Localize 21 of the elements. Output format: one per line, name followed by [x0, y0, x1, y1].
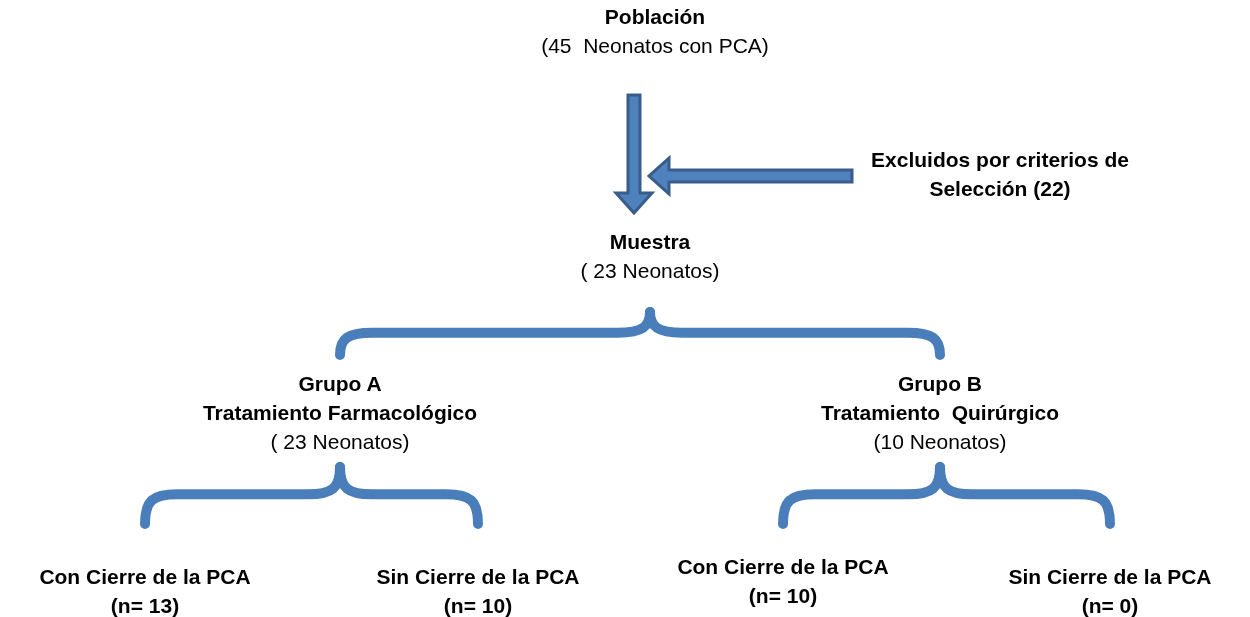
- heading-text: Con Cierre de la PCA: [677, 554, 889, 580]
- block-arrow: [612, 93, 656, 216]
- heading-text: Grupo B: [898, 371, 982, 397]
- count-text: (45 Neonatos con PCA): [541, 33, 769, 59]
- heading-text: Sin Cierre de la PCA: [376, 564, 580, 590]
- heading-text: Tratamiento Quirúrgico: [820, 400, 1059, 426]
- heading-text: Tratamiento Farmacológico: [202, 400, 478, 426]
- heading-text: (n= 10): [748, 583, 818, 609]
- heading-text: Con Cierre de la PCA: [39, 564, 251, 590]
- block-arrow: [646, 154, 854, 198]
- heading-text: Muestra: [609, 229, 691, 255]
- heading-text: (n= 0): [1081, 593, 1139, 617]
- heading-text: (n= 13): [110, 593, 180, 617]
- heading-text: (n= 10): [443, 593, 513, 617]
- heading-text: Población: [604, 4, 706, 30]
- count-text: ( 23 Neonatos): [270, 429, 410, 455]
- heading-text: Grupo A: [298, 371, 382, 397]
- count-text: ( 23 Neonatos): [580, 258, 720, 284]
- count-text: (10 Neonatos): [873, 429, 1007, 455]
- heading-text: Sin Cierre de la PCA: [1008, 564, 1212, 590]
- heading-text: Excluidos por criterios de Selección (22): [870, 147, 1130, 202]
